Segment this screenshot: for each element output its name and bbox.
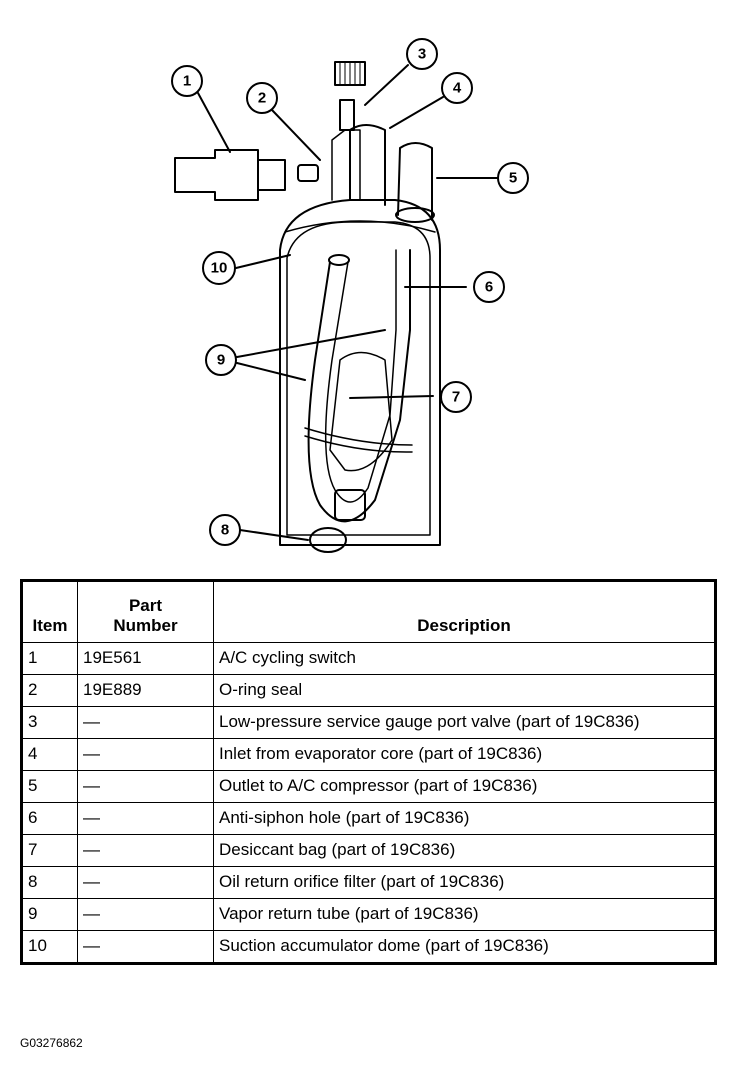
cell-description: Outlet to A/C compressor (part of 19C836… [213, 770, 716, 803]
callout-5 [497, 162, 529, 194]
cell-description: O-ring seal [213, 674, 716, 707]
callout-label-4: 4 [453, 80, 462, 97]
o-ring [297, 164, 319, 182]
cell-part-number: — [77, 738, 214, 771]
cycling-switch [174, 149, 259, 201]
cell-part-number: — [77, 706, 214, 739]
accumulator-illustration: 1 2 3 4 5 6 7 8 9 10 [171, 38, 529, 553]
table-row: 6—Anti-siphon hole (part of 19C836) [21, 802, 716, 835]
table-row: 7—Desiccant bag (part of 19C836) [21, 834, 716, 867]
callout-label-3: 3 [418, 46, 426, 63]
figure-id: G03276862 [20, 1036, 83, 1050]
cell-item: 1 [21, 642, 78, 675]
callout-label-8: 8 [221, 522, 229, 539]
inlet-pipe [349, 124, 386, 206]
callout-label-2: 2 [258, 90, 266, 107]
callout-label-10: 10 [211, 260, 228, 277]
desiccant-bag [329, 351, 393, 472]
callout-1 [171, 65, 203, 97]
cell-description: Oil return orifice filter (part of 19C83… [213, 866, 716, 899]
header-part-number: Part Number [77, 580, 214, 643]
callout-7 [440, 381, 472, 413]
vapor-return-tube [307, 249, 411, 523]
table-row: 8—Oil return orifice filter (part of 19C… [21, 866, 716, 899]
table-row: 5—Outlet to A/C compressor (part of 19C8… [21, 770, 716, 803]
callout-10 [202, 251, 236, 285]
cell-item: 8 [21, 866, 78, 899]
cell-part-number: — [77, 930, 214, 964]
cell-description: Desiccant bag (part of 19C836) [213, 834, 716, 867]
cell-part-number: — [77, 802, 214, 835]
oil-return-filter [334, 489, 366, 521]
callout-9 [205, 344, 237, 376]
cell-part-number: — [77, 770, 214, 803]
service-port [331, 129, 361, 201]
table-header-row: Item Part Number Description [21, 580, 716, 643]
cell-item: 9 [21, 898, 78, 931]
cell-part-number: 19E561 [77, 642, 214, 675]
cell-item: 10 [21, 930, 78, 964]
cell-description: Suction accumulator dome (part of 19C836… [213, 930, 716, 964]
callout-label-6: 6 [485, 279, 493, 296]
cell-item: 2 [21, 674, 78, 707]
cell-description: Anti-siphon hole (part of 19C836) [213, 802, 716, 835]
cell-item: 4 [21, 738, 78, 771]
accumulator-body [279, 199, 441, 546]
callout-label-5: 5 [509, 170, 517, 187]
table-row: 10—Suction accumulator dome (part of 19C… [21, 930, 716, 964]
callout-8 [209, 514, 241, 546]
cell-description: Low-pressure service gauge port valve (p… [213, 706, 716, 739]
cell-description: Vapor return tube (part of 19C836) [213, 898, 716, 931]
outlet-pipe [397, 142, 433, 221]
cell-part-number: — [77, 866, 214, 899]
cell-part-number: — [77, 898, 214, 931]
cell-item: 6 [21, 802, 78, 835]
cell-item: 3 [21, 706, 78, 739]
header-description: Description [213, 580, 716, 643]
cell-description: Inlet from evaporator core (part of 19C8… [213, 738, 716, 771]
table-row: 3—Low-pressure service gauge port valve … [21, 706, 716, 739]
cell-item: 7 [21, 834, 78, 867]
table-row: 4—Inlet from evaporator core (part of 19… [21, 738, 716, 771]
callout-2 [246, 82, 278, 114]
table-row: 9—Vapor return tube (part of 19C836) [21, 898, 716, 931]
header-item: Item [21, 580, 78, 643]
callout-label-1: 1 [183, 73, 191, 90]
cell-item: 5 [21, 770, 78, 803]
cell-part-number: 19E889 [77, 674, 214, 707]
callout-4 [441, 72, 473, 104]
callout-label-7: 7 [452, 389, 460, 406]
callout-6 [473, 271, 505, 303]
callout-label-9: 9 [217, 352, 225, 369]
callout-3 [406, 38, 438, 70]
cell-description: A/C cycling switch [213, 642, 716, 675]
cell-part-number: — [77, 834, 214, 867]
